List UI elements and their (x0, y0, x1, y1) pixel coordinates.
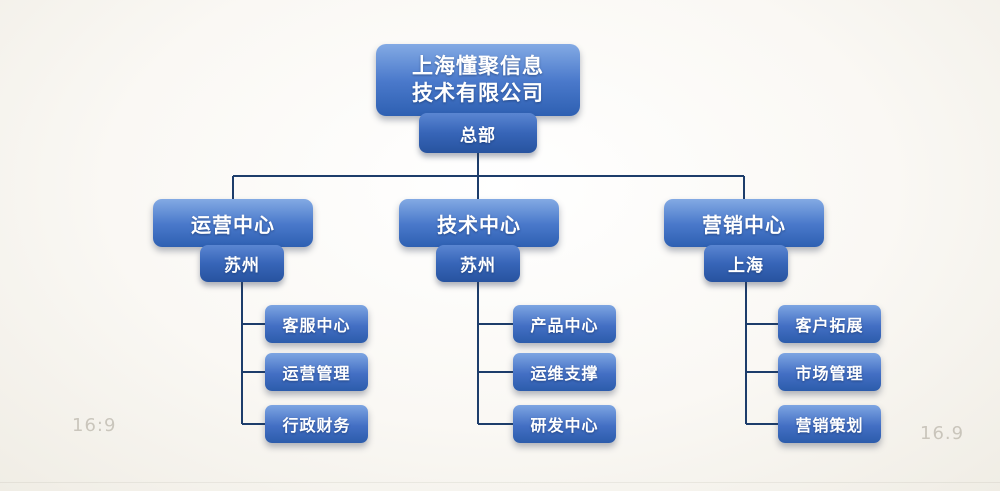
branch-node-technology: 技术中心 (399, 199, 559, 247)
child-node-operations-1: 客服中心 (265, 305, 368, 343)
child-node-technology-1: 产品中心 (513, 305, 616, 343)
branch-node-operations: 运营中心 (153, 199, 313, 247)
watermark-bottom-right: 16.9 (920, 423, 965, 444)
branch-location-badge-technology: 苏州 (436, 245, 520, 282)
branch-node-marketing: 营销中心 (664, 199, 824, 247)
child-node-technology-3: 研发中心 (513, 405, 616, 443)
root-title-line1: 上海懂聚信息 (412, 54, 544, 78)
child-node-marketing-1: 客户拓展 (778, 305, 881, 343)
child-node-operations-2: 运营管理 (265, 353, 368, 391)
headquarters-badge: 总部 (419, 113, 537, 153)
branch-location-badge-marketing: 上海 (704, 245, 788, 282)
root-title-line2: 技术有限公司 (412, 81, 544, 105)
child-node-operations-3: 行政财务 (265, 405, 368, 443)
child-node-technology-2: 运维支撑 (513, 353, 616, 391)
watermark-bottom-left: 16:9 (72, 415, 117, 436)
child-node-marketing-2: 市场管理 (778, 353, 881, 391)
root-company-node: 上海懂聚信息 技术有限公司 (376, 44, 580, 116)
child-node-marketing-3: 营销策划 (778, 405, 881, 443)
branch-location-badge-operations: 苏州 (200, 245, 284, 282)
